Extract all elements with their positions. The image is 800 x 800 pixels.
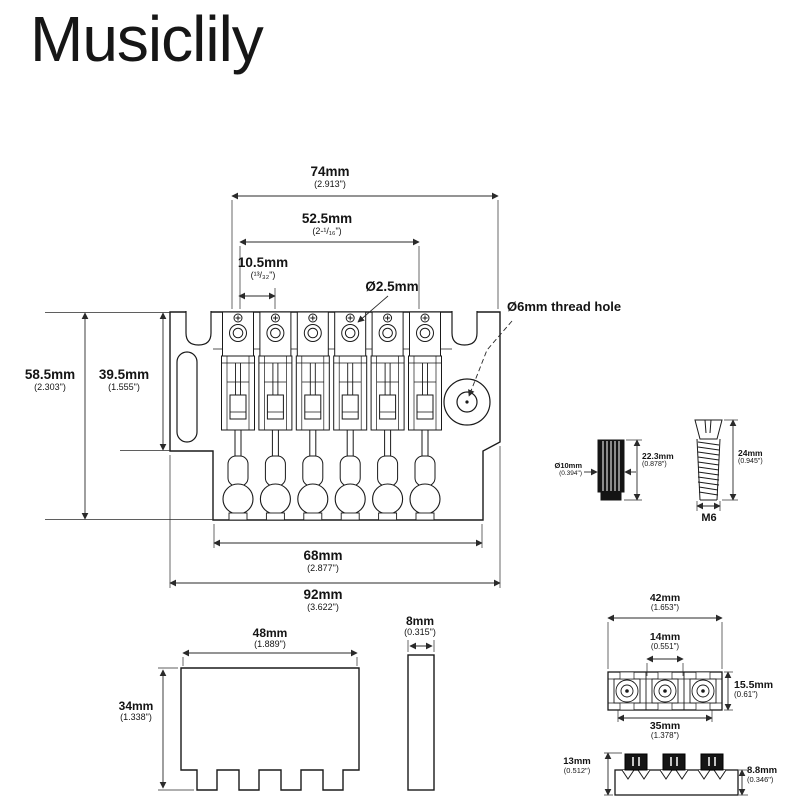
block-side-view xyxy=(407,654,435,791)
dim-74mm-inch: (2.913") xyxy=(314,178,346,189)
dim-8mm-label: 8mm (0.315") xyxy=(404,615,436,638)
dim-10-5mm-value: 10.5mm xyxy=(237,255,289,270)
dim-58-5mm-value: 58.5mm xyxy=(24,367,76,382)
bridge-top-view xyxy=(169,311,501,521)
dim-22-3mm-label: 22.3mm (0.878") xyxy=(642,451,674,469)
saddle-unit xyxy=(407,311,443,521)
brand-logo: Musiclily xyxy=(30,3,264,75)
dim-8mm-value: 8mm xyxy=(405,614,434,628)
dim-13mm-value: 13mm xyxy=(563,756,591,767)
dim-92mm-value: 92mm xyxy=(303,587,343,602)
dim-52-5mm-label: 52.5mm (2-¹/₁₆") xyxy=(301,211,353,236)
saddle-unit xyxy=(295,311,330,521)
thread-hole-note-text: Ø6mm thread hole xyxy=(507,299,622,314)
dim-35mm-value: 35mm xyxy=(649,720,681,732)
dim-10-5mm-inch: (¹³/₃₂") xyxy=(250,269,276,280)
dim-35mm-label: 35mm (1.378") xyxy=(649,720,681,741)
dim-24mm-value: 24mm xyxy=(738,448,763,458)
screw-drawing xyxy=(694,419,723,501)
dim-39-5mm-label: 39.5mm (1.555") xyxy=(98,367,150,392)
dim-10-5mm-label: 10.5mm (¹³/₃₂") xyxy=(237,255,289,280)
dim-24mm-inch: (0.945") xyxy=(738,458,763,466)
dim-52-5mm-value: 52.5mm xyxy=(301,211,353,226)
dim-22-3mm-value: 22.3mm xyxy=(642,451,674,461)
dimension-lines xyxy=(45,192,748,796)
block-front-view xyxy=(180,667,360,791)
dim-39-5mm-value: 39.5mm xyxy=(98,367,150,382)
dim-13mm-inch: (0.512") xyxy=(563,766,591,776)
leader-2-5 xyxy=(357,295,389,323)
dim-52-5mm-inch: (2-¹/₁₆") xyxy=(312,225,342,236)
dim-24mm-label: 24mm (0.945") xyxy=(738,448,763,466)
dim-15-5mm-label: 15.5mm (0.61") xyxy=(734,679,774,700)
dim-2-5mm-value: Ø2.5mm xyxy=(365,279,419,294)
dim-92mm-inch: (3.622") xyxy=(307,601,339,612)
dim-48mm-value: 48mm xyxy=(252,626,288,640)
mounting-notch-left xyxy=(185,311,212,346)
mounting-notch-right xyxy=(451,311,478,346)
dim-8mm-inch: (0.315") xyxy=(404,626,436,637)
dim-bushing-diameter-label: Ø10mm (0.394") xyxy=(536,461,582,478)
dim-8-8mm-inch: (0.346") xyxy=(747,775,774,785)
dim-34mm-value: 34mm xyxy=(118,699,154,713)
dim-92mm-label: 92mm (3.622") xyxy=(303,587,343,612)
dim-2-5mm-label: Ø2.5mm xyxy=(365,279,419,295)
dim-48mm-inch: (1.889") xyxy=(254,638,286,649)
dim-74mm-label: 74mm (2.913") xyxy=(310,164,350,189)
dim-15-5mm-inch: (0.61") xyxy=(734,690,758,700)
dim-bushing-diameter-inch: (0.394") xyxy=(559,470,582,478)
dim-48mm-label: 48mm (1.889") xyxy=(253,627,288,650)
dim-35mm-inch: (1.378") xyxy=(650,731,680,741)
dim-14mm-inch: (0.551") xyxy=(650,642,680,652)
dim-8-8mm-value: 8.8mm xyxy=(747,765,778,776)
thread-hole xyxy=(443,378,491,426)
dim-74mm-value: 74mm xyxy=(310,164,350,179)
nut-top-view xyxy=(607,671,723,711)
dim-15-5mm-value: 15.5mm xyxy=(734,679,774,691)
dim-42mm-inch: (1.653") xyxy=(650,603,680,613)
dim-14mm-value: 14mm xyxy=(649,631,681,643)
dim-22-3mm-inch: (0.878") xyxy=(642,461,667,469)
nut-front-view xyxy=(614,753,739,796)
dim-68mm-inch: (2.877") xyxy=(307,562,339,573)
dim-13mm-label: 13mm (0.512") xyxy=(563,756,591,776)
dim-68mm-value: 68mm xyxy=(303,548,343,563)
dim-8-8mm-label: 8.8mm (0.346") xyxy=(747,765,778,785)
leader-thread-hole xyxy=(468,320,513,397)
saddle-unit xyxy=(333,311,368,521)
dim-34mm-label: 34mm (1.338") xyxy=(119,700,154,723)
dim-58-5mm-inch: (2.303") xyxy=(34,381,66,392)
dim-42mm-label: 42mm (1.653") xyxy=(649,592,681,613)
dim-bushing-diameter-value: Ø10mm xyxy=(554,461,582,470)
dim-14mm-label: 14mm (0.551") xyxy=(649,631,681,652)
dim-39-5mm-inch: (1.555") xyxy=(108,381,140,392)
screw-thread-value: M6 xyxy=(701,512,717,524)
bushing-drawing xyxy=(597,439,625,501)
saddle-unit xyxy=(258,311,293,521)
saddle-unit xyxy=(220,311,256,521)
tremolo-arm-slot xyxy=(176,351,198,443)
thread-hole-note: Ø6mm thread hole xyxy=(507,299,622,314)
dim-42mm-value: 42mm xyxy=(649,592,681,604)
saddle-unit xyxy=(370,311,405,521)
dim-68mm-label: 68mm (2.877") xyxy=(303,548,343,573)
dim-34mm-inch: (1.338") xyxy=(120,711,152,722)
screw-thread-label: M6 xyxy=(701,512,717,525)
dim-58-5mm-label: 58.5mm (2.303") xyxy=(24,367,76,392)
